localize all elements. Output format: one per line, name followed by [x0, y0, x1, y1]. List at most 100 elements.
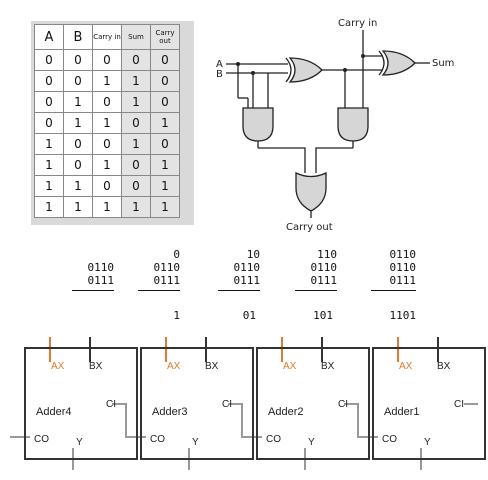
truth-table-cell: 0: [150, 70, 180, 92]
truth-table-cell: 0: [121, 175, 151, 197]
ci-port: CI: [454, 399, 464, 410]
truth-table-cell: 1: [121, 196, 151, 218]
sum-line: [295, 290, 337, 291]
input-b-label: B: [216, 69, 223, 80]
result-step-3: 01: [242, 309, 256, 322]
sum-step-4: 110 0110 0111: [295, 248, 337, 291]
result-step-4: 101: [313, 309, 333, 322]
carry-digits: 10: [246, 248, 260, 261]
truth-table-cell: 1: [121, 133, 151, 155]
sum-line: [138, 290, 180, 291]
truth-table-cell: 0: [92, 175, 122, 197]
truth-table-cell: 0: [150, 133, 180, 155]
truth-table-cell: 1: [150, 196, 180, 218]
ax-port: AX: [399, 361, 413, 372]
addend-a: 0110: [87, 261, 115, 274]
truth-table-cell: 1: [34, 133, 64, 155]
bx-port: BX: [437, 361, 451, 372]
truth-table-cell: 0: [150, 91, 180, 113]
addend-b: 0111: [389, 274, 417, 287]
sum-label: Sum: [432, 58, 454, 69]
result-step-2: 1: [173, 309, 180, 322]
truth-table-cell: 0: [121, 49, 151, 71]
carry-digits: 0110: [389, 248, 417, 261]
addend-b: 0111: [153, 274, 181, 287]
header-b: B: [63, 24, 93, 50]
co-port: CO: [266, 434, 281, 445]
truth-table-cell: 0: [34, 91, 64, 113]
carry-digits: 0: [173, 248, 180, 261]
input-a-label: A: [216, 59, 223, 70]
truth-table-header: A B Carry in Sum Carry out: [34, 24, 180, 50]
full-adder-circuit: Carry in A B Sum Carry out: [216, 18, 454, 233]
ci-port: CI: [222, 399, 232, 410]
adder-3: AX BX Adder3 CI CO Y: [140, 347, 254, 460]
co-port: CO: [34, 434, 49, 445]
sum-step-5: 0110 0110 0111: [371, 248, 416, 291]
ax-port: AX: [283, 361, 297, 372]
truth-table-cell: 1: [34, 196, 64, 218]
truth-table-cell: 0: [63, 133, 93, 155]
co-port: CO: [382, 434, 397, 445]
header-a: A: [34, 24, 64, 50]
bx-port: BX: [205, 361, 219, 372]
adder-name: Adder3: [152, 406, 188, 418]
co-port: CO: [150, 434, 165, 445]
adder-name: Adder4: [36, 406, 72, 418]
truth-table-cell: 0: [34, 70, 64, 92]
carry-in-label: Carry in: [338, 18, 377, 29]
y-port: Y: [76, 437, 83, 448]
truth-table-cell: 1: [92, 196, 122, 218]
adder-name: Adder1: [384, 406, 420, 418]
result-step-5: 1101: [389, 309, 417, 322]
truth-table-cell: 0: [63, 70, 93, 92]
truth-table-cell: 0: [34, 49, 64, 71]
ax-port: AX: [167, 361, 181, 372]
adder-name: Adder2: [268, 406, 304, 418]
header-sum: Sum: [121, 24, 151, 50]
bx-port: BX: [321, 361, 335, 372]
truth-table-cell: 0: [121, 154, 151, 176]
truth-table-cell: 0: [92, 49, 122, 71]
truth-table-cell: 1: [150, 154, 180, 176]
addend-a: 0110: [389, 261, 417, 274]
adder-1: AX BX Adder1 CI CO Y: [372, 347, 486, 460]
ci-port: CI: [338, 399, 348, 410]
sum-line: [371, 290, 416, 291]
truth-table-cell: 1: [150, 112, 180, 134]
adder-4: AX BX Adder4 CI CO Y: [24, 347, 138, 460]
truth-table-cell: 1: [63, 112, 93, 134]
addend-a: 0110: [233, 261, 261, 274]
truth-table-cell: 0: [92, 133, 122, 155]
sum-line: [218, 290, 260, 291]
y-port: Y: [308, 437, 315, 448]
addend-b: 0111: [310, 274, 338, 287]
truth-table-cell: 1: [63, 196, 93, 218]
sum-step-1: 0110 0111: [72, 248, 114, 291]
sum-line: [72, 290, 114, 291]
header-carry-out: Carry out: [150, 24, 180, 50]
bx-port: BX: [89, 361, 103, 372]
truth-table-cell: 1: [34, 175, 64, 197]
xor-gate-1: [285, 57, 292, 83]
carry-out-label: Carry out: [286, 222, 333, 233]
truth-table-cell: 1: [92, 154, 122, 176]
sum-step-3: 10 0110 0111: [218, 248, 260, 291]
addend-a: 0110: [153, 261, 181, 274]
ci-port: CI: [106, 399, 116, 410]
ax-port: AX: [51, 361, 65, 372]
addend-b: 0111: [233, 274, 261, 287]
y-port: Y: [424, 437, 431, 448]
y-port: Y: [192, 437, 199, 448]
addend-b: 0111: [87, 274, 115, 287]
truth-table-cell: 0: [63, 49, 93, 71]
sum-step-2: 0 0110 0111: [138, 248, 180, 291]
addend-a: 0110: [310, 261, 338, 274]
